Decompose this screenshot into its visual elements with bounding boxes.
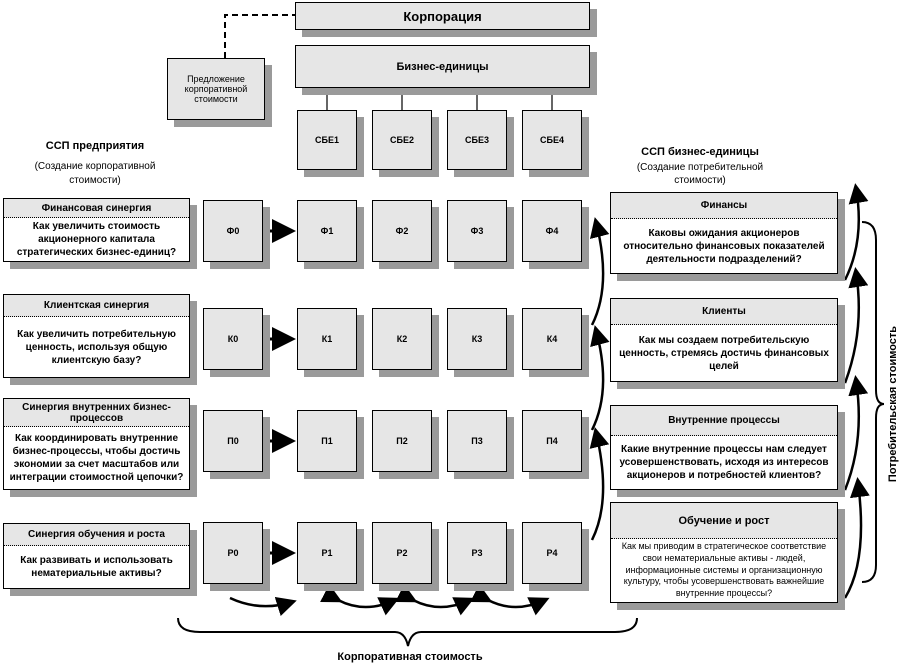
panel-question: Каковы ожидания акционеров относительно … <box>623 227 825 265</box>
grid-cell: К4 <box>522 308 582 370</box>
curved-arrow <box>589 427 610 541</box>
grid-cell: Ф3 <box>447 200 507 262</box>
grid-cell-label: П0 <box>227 436 239 446</box>
curved-arrow <box>843 375 869 491</box>
curved-arrow <box>320 584 400 616</box>
left-subtitle: (Создание корпоративной стоимости) <box>34 161 156 186</box>
grid-cell: П2 <box>372 410 432 472</box>
sbe-box: СБЕ1 <box>297 110 357 170</box>
grid-cell: К3 <box>447 308 507 370</box>
left-title: ССП предприятия <box>45 140 145 152</box>
grid-cell-label: П1 <box>321 436 333 446</box>
grid-cell-label: П3 <box>471 436 483 446</box>
panel-title: Синергия обучения и роста <box>4 524 189 546</box>
grid-cell: Р1 <box>297 522 357 584</box>
grid-cell-label: Ф4 <box>545 226 559 236</box>
corporation-label: Корпорация <box>403 8 482 24</box>
right-subtitle: (Создание потребительной стоимости) <box>636 162 764 186</box>
panel-question: Как развивать и использовать нематериаль… <box>20 555 173 579</box>
curved-arrow <box>395 584 475 616</box>
panel-question: Как мы приводим в стратегическое соответ… <box>621 541 827 599</box>
grid-cell: Ф4 <box>522 200 582 262</box>
grid-cell: К2 <box>372 308 432 370</box>
sbe-box: СБЕ4 <box>522 110 582 170</box>
curved-arrow <box>229 596 297 617</box>
proposal-label: Предложение корпоративной стоимости <box>184 74 248 104</box>
business-units-box: Бизнес-единицы <box>295 45 590 88</box>
panel-question: Как увеличить стоимость акционерного кап… <box>16 221 177 258</box>
grid-cell-label: К3 <box>471 334 483 344</box>
panel-title: Финансовая синергия <box>4 199 189 218</box>
grid-cell-label: Р3 <box>471 548 483 558</box>
panel-title: Синергия внутренних бизнес-процессов <box>4 399 189 427</box>
consumer-value-label: Потребительская стоимость <box>887 325 899 483</box>
curved-arrow <box>590 325 610 431</box>
grid-cell-label: К4 <box>546 334 558 344</box>
panel-title: Клиенты <box>611 299 837 325</box>
panel-title: Финансы <box>611 193 837 219</box>
grid-cell-label: П2 <box>396 436 408 446</box>
grid-cell: К1 <box>297 308 357 370</box>
grid-cell-label: Ф1 <box>320 226 334 236</box>
sbe-box: СБЕ2 <box>372 110 432 170</box>
sbe-label: СБЕ2 <box>390 135 414 145</box>
curved-arrow <box>589 217 610 326</box>
grid-cell-label: К1 <box>321 334 333 344</box>
grid-cell: Р2 <box>372 522 432 584</box>
sbe-label: СБЕ3 <box>465 135 489 145</box>
sbe-box: СБЕ3 <box>447 110 507 170</box>
grid-cell: П1 <box>297 410 357 472</box>
grid-cell-label: Р2 <box>396 548 408 558</box>
curved-arrow <box>843 477 870 599</box>
grid-cell-label: Р4 <box>546 548 558 558</box>
panel-title: Клиентская синергия <box>4 295 189 317</box>
corporate-value-label: Корпоративная стоимость <box>337 651 483 663</box>
sbe-label: СБЕ4 <box>540 135 564 145</box>
panel-title: Внутренние процессы <box>611 406 837 436</box>
grid-cell: Р3 <box>447 522 507 584</box>
grid-cell-label: Ф3 <box>470 226 484 236</box>
grid-cell-label: Ф2 <box>395 226 409 236</box>
grid-cell: Ф0 <box>203 200 263 262</box>
grid-cell-label: П4 <box>546 436 558 446</box>
grid-cell: П4 <box>522 410 582 472</box>
grid-cell: П3 <box>447 410 507 472</box>
panel-title: Обучение и рост <box>611 503 837 539</box>
grid-cell: Ф1 <box>297 200 357 262</box>
sbe-label: СБЕ1 <box>315 135 339 145</box>
grid-cell: Р4 <box>522 522 582 584</box>
panel-question: Как мы создаем потребительскую ценность,… <box>619 334 829 372</box>
right-title: ССП бизнес-единицы <box>641 146 759 158</box>
grid-cell-label: Р1 <box>321 548 333 558</box>
corporation-box: Корпорация <box>295 2 590 30</box>
curved-arrow <box>470 584 550 616</box>
panel-question: Как координировать внутренние бизнес-про… <box>9 433 184 483</box>
grid-cell-label: Ф0 <box>226 226 240 236</box>
curved-arrow <box>843 183 869 281</box>
grid-cell: Ф2 <box>372 200 432 262</box>
panel-question: Какие внутренние процессы нам следует ус… <box>619 444 829 481</box>
grid-cell-label: К0 <box>227 334 239 344</box>
grid-cell: К0 <box>203 308 263 370</box>
proposal-box: Предложение корпоративной стоимости <box>167 58 265 120</box>
business-units-label: Бизнес-единицы <box>396 60 489 73</box>
curved-arrow <box>843 267 869 384</box>
grid-cell-label: Р0 <box>227 548 239 558</box>
panel-question: Как увеличить потребительную ценность, и… <box>17 328 176 366</box>
grid-cell-label: К2 <box>396 334 408 344</box>
grid-cell: П0 <box>203 410 263 472</box>
grid-cell: Р0 <box>203 522 263 584</box>
